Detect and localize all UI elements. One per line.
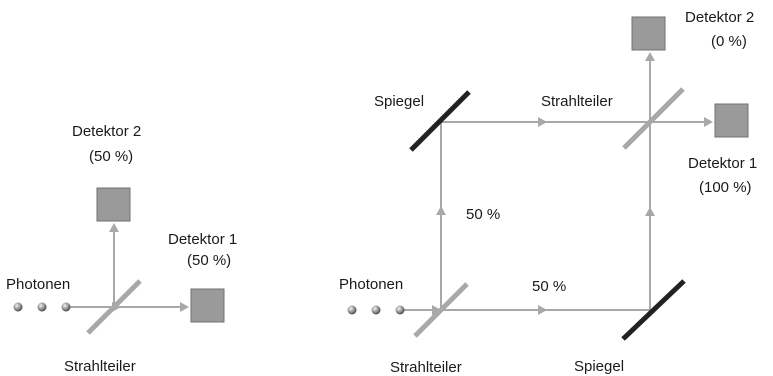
beam-arrow (432, 305, 441, 315)
beam-arrow (645, 52, 655, 61)
beam-arrow (704, 117, 713, 127)
detector-1-box (714, 103, 749, 138)
left-setup: Photonen Strahlteiler Detektor 1 (50 %) … (6, 123, 237, 375)
photons-label: Photonen (339, 276, 403, 293)
photon-icon (13, 302, 23, 312)
beam-arrow (538, 117, 547, 127)
detector-1-share: (50 %) (187, 252, 231, 269)
photon-icon (37, 302, 47, 312)
mirror-top-label: Spiegel (374, 93, 424, 110)
right-setup: Photonen Strahlteiler Strahlteiler Spieg… (339, 9, 757, 376)
photon-icon (347, 305, 357, 315)
photon-icon (61, 302, 71, 312)
beam-splitter-2 (622, 87, 685, 150)
detector-1-label: Detektor 1 (168, 231, 237, 248)
beam-arrow (538, 305, 547, 315)
path-vertical-share: 50 % (466, 206, 500, 223)
detector-2-share: (0 %) (711, 33, 747, 50)
path-horizontal-share: 50 % (532, 278, 566, 295)
detector-2-share: (50 %) (89, 148, 133, 165)
mirror-top (409, 90, 471, 152)
beam-splitter (86, 279, 142, 335)
detector-2-box (96, 187, 131, 222)
beam-arrow (645, 207, 655, 216)
detector-1-share: (100 %) (699, 179, 752, 196)
mirror-bottom-label: Spiegel (574, 358, 624, 375)
mirror-bottom (621, 279, 686, 341)
photon-icon (371, 305, 381, 315)
beam-splitter-2-label: Strahlteiler (541, 93, 613, 110)
beam-arrow (109, 223, 119, 232)
detector-2-label: Detektor 2 (72, 123, 141, 140)
photon-icon (395, 305, 405, 315)
beam-splitter-1-label: Strahlteiler (390, 359, 462, 376)
detector-2-label: Detektor 2 (685, 9, 754, 26)
beam-arrow (180, 302, 189, 312)
photons-label: Photonen (6, 276, 70, 293)
beam-splitter-label: Strahlteiler (64, 358, 136, 375)
detector-2-box (631, 16, 666, 51)
detector-1-box (190, 288, 225, 323)
beam-arrow (436, 206, 446, 215)
beam-splitter-1 (413, 282, 469, 338)
detector-1-label: Detektor 1 (688, 155, 757, 172)
